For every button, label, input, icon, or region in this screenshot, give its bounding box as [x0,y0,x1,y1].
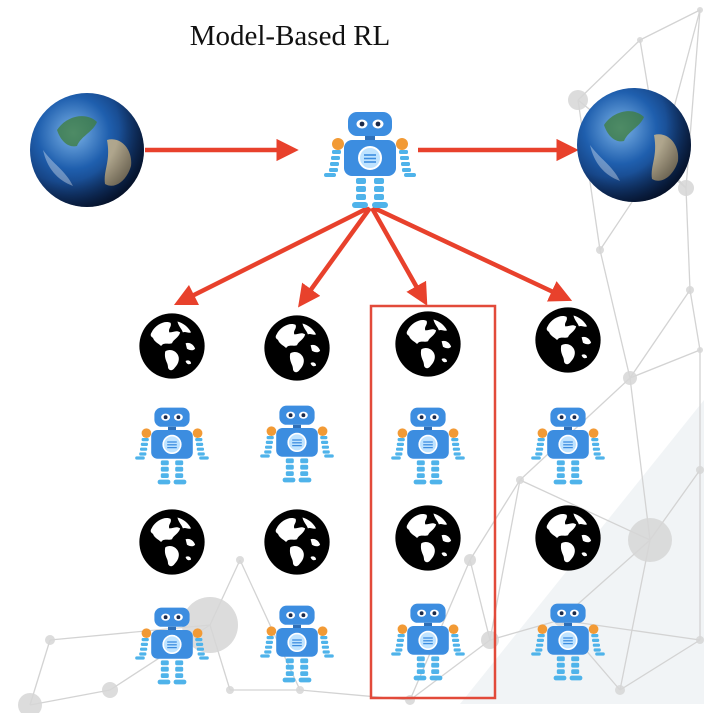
network-node [678,180,694,196]
network-node [696,636,704,644]
network-node [596,246,604,254]
arrow-3 [173,205,370,306]
arrow-4 [298,206,372,308]
rollout-robot-icon [530,406,606,486]
network-node [686,286,694,294]
network-link [519,479,651,541]
model-globe-icon [535,505,601,571]
network-link [409,639,491,701]
network-link [519,377,631,481]
arrow-5 [370,206,428,306]
rollout-column-1 [134,313,210,686]
model-globe-icon [535,307,601,373]
model-globe-icon [395,505,461,571]
rollout-column-4 [530,307,606,682]
network-node [481,631,499,649]
rollout-column-3 [390,311,466,682]
network-link [559,619,701,641]
network-node [18,693,42,713]
model-globe-icon [395,311,461,377]
arrow-layer [145,138,579,308]
rollout-robot-icon [259,604,335,684]
rollout-column-2 [259,315,335,684]
network-link [685,187,691,291]
network-link [629,377,651,541]
rollout-robot-icon [390,602,466,682]
network-node [697,347,703,353]
network-link [629,349,701,379]
network-link [629,289,691,379]
network-link [619,639,701,691]
network-node [628,518,672,562]
rollout-robot-icon [134,406,210,486]
model-globe-icon [264,315,330,381]
rollout-robot-icon [259,404,335,484]
network-node [45,635,55,645]
network-link [29,689,111,706]
network-link [619,539,651,691]
network-node [697,7,703,13]
diagram-title: Model-Based RL [189,20,391,52]
network-node [615,685,625,695]
network-node [102,682,118,698]
network-link [239,559,301,691]
network-node [464,554,476,566]
network-link [469,559,491,641]
network-link [489,619,561,641]
network-node [516,476,524,484]
model-globe-icon [139,313,205,379]
network-link [689,289,701,351]
selected-rollout-box [369,304,497,700]
network-node [637,37,643,43]
agent-robot-icon [322,110,418,210]
network-node [405,695,415,705]
real-world-earth-right [577,88,691,202]
network-node [568,90,588,110]
real-world-earth-left [30,93,144,207]
model-globe-icon [264,509,330,575]
network-node [623,371,637,385]
network-node [696,466,704,474]
arrow-6 [373,205,573,302]
network-link [577,39,641,101]
network-node [236,556,244,564]
network-node [226,686,234,694]
model-globe-icon [139,509,205,575]
network-node [296,686,304,694]
rollout-robot-icon [390,406,466,486]
network-link [639,9,701,41]
network-link [599,249,631,379]
